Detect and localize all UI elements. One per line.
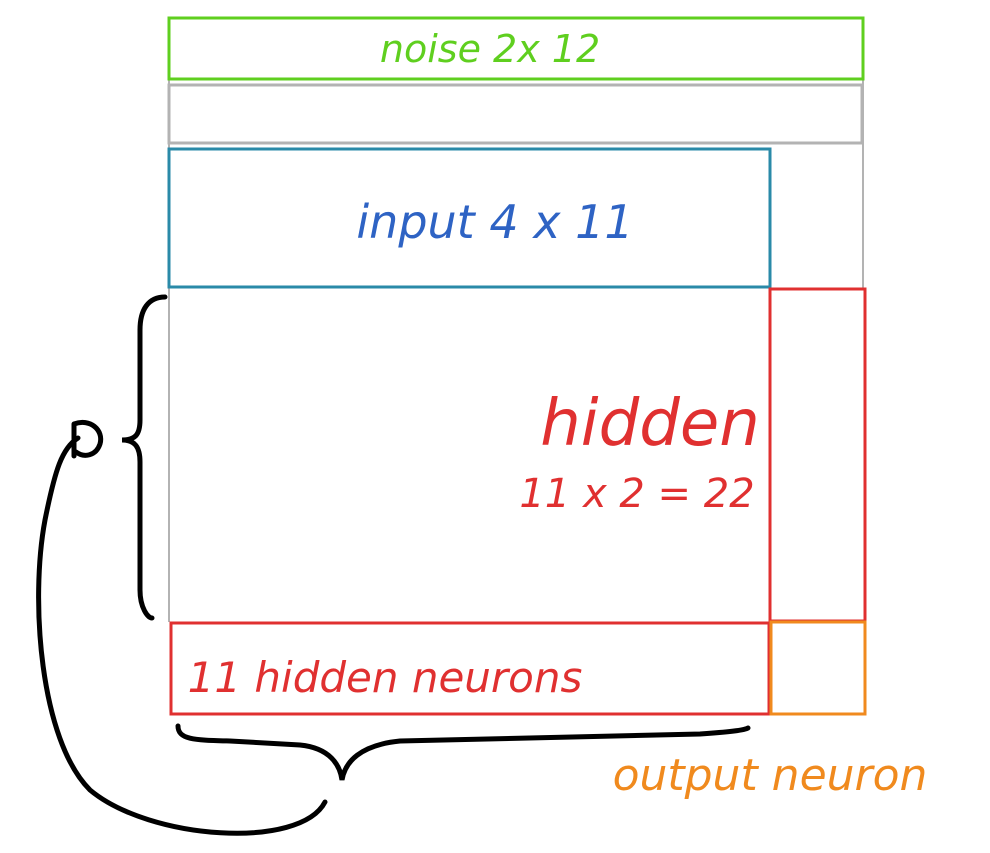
feedback-arrow-head-icon <box>71 420 104 459</box>
input-label: input 4 x 11 <box>356 195 633 249</box>
bottom-curly-brace <box>175 723 751 781</box>
noise-label: noise 2x 12 <box>380 27 600 71</box>
spacer-box <box>167 83 864 145</box>
hidden-column-box <box>768 287 867 623</box>
output-neuron-label: output neuron <box>613 750 928 801</box>
hidden-neurons-label: 11 hidden neurons <box>188 653 583 702</box>
hidden-formula: 11 x 2 = 22 <box>519 471 754 517</box>
noise-box <box>167 16 865 81</box>
hidden-title: hidden <box>540 387 760 461</box>
output-neuron-box <box>769 620 867 716</box>
feedback-loop-arrow <box>36 435 328 836</box>
left-curly-brace <box>121 294 168 621</box>
hidden-neurons-box <box>169 621 771 716</box>
input-box <box>167 147 772 289</box>
